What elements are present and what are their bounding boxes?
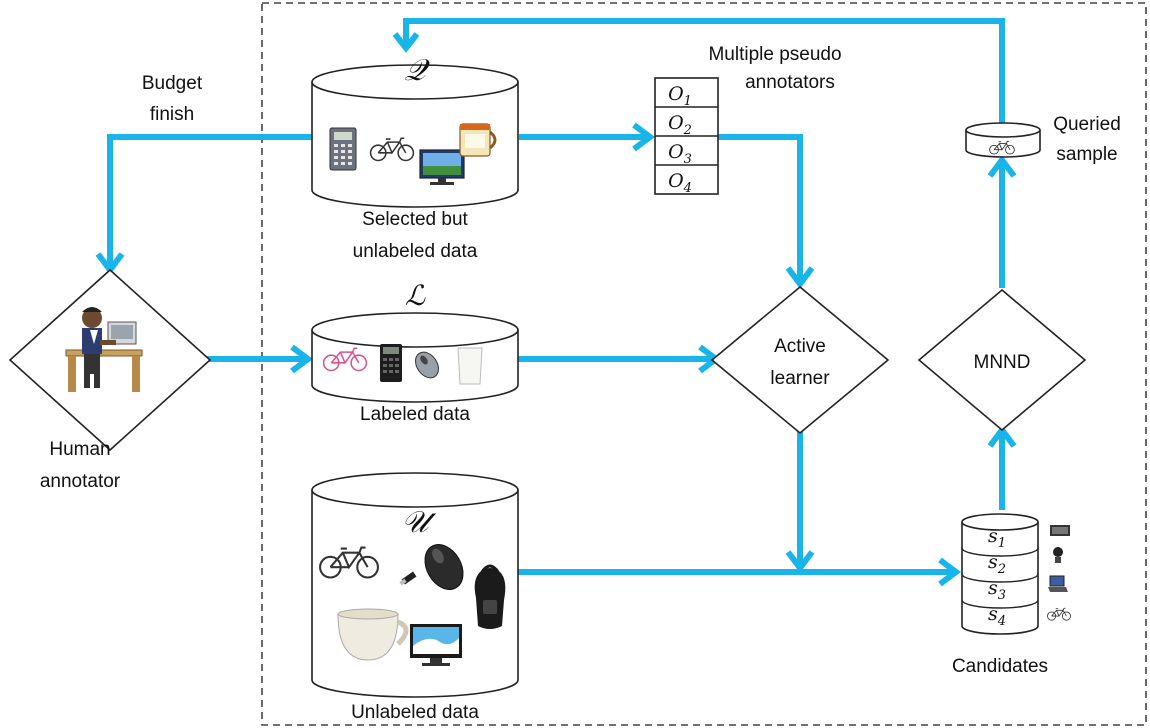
pseudo-annotators-label-2: annotators [745,72,835,93]
unlabeled-data-label: Unlabeled data [351,702,479,723]
person-at-desk-icon [65,307,143,392]
mouse-icon [415,351,439,379]
l-symbol: ℒ [405,279,426,312]
budget-finish-label-2: finish [150,104,194,125]
white-cup-icon [337,608,409,661]
candidate-4: s4 [988,603,1006,629]
pseudo-annotator-4: O4 [668,170,692,196]
labeled-data-label: Labeled data [360,404,470,425]
flow-lines [95,18,1017,587]
selected-unlabeled-label-2: unlabeled data [353,241,478,262]
human-annotator-label-2: annotator [40,471,121,492]
candidate-3: s3 [988,577,1006,603]
mug-icon [459,123,497,157]
system-boundary [261,2,1147,726]
candidate-2: s2 [988,551,1006,577]
queried-sample-label: Queried [1053,114,1121,135]
human-annotator-label: Human [49,439,110,460]
active-learner-diamond [710,285,890,435]
labels: Budget finish Multiple pseudo annotators… [40,44,1121,723]
unlabeled-data-cylinder: 𝒰 [311,472,519,698]
mnnd-label: MNND [974,352,1031,373]
active-learner-label: Active [774,336,826,357]
pseudo-annotator-1: O1 [668,83,692,109]
selected-unlabeled-label: Selected but [362,209,468,230]
pseudo-annotator-3: O3 [668,141,692,167]
human-annotator-diamond [8,268,212,452]
queried-sample-label-2: sample [1056,144,1117,165]
calculator-icon [329,127,357,171]
candidate-1: s1 [988,525,1006,551]
bicycle-thumb-icon [1047,607,1071,621]
backpack-icon [474,564,506,629]
wireless-mouse-icon [424,544,464,590]
laptop-thumb-icon [1048,575,1068,592]
pseudo-annotator-2: O2 [668,112,692,138]
queried-sample-cylinder [965,122,1041,158]
selected-unlabeled-cylinder: 𝒬 [311,53,519,208]
monitor-icon [419,149,465,185]
usb-stick-icon [399,571,417,586]
budget-finish-label: Budget [142,73,203,94]
white-mug-icon [457,347,483,385]
active-learner-label-2: learner [770,368,830,389]
pseudo-annotators-label: Multiple pseudo [708,44,841,65]
screen-icon [410,624,462,666]
calculator-black-icon [380,344,402,382]
candidates-stack: s1 s2 s3 s4 [961,513,1071,635]
labeled-data-cylinder [311,312,519,403]
projector-thumb-icon [1053,547,1063,563]
candidates-label: Candidates [952,656,1048,677]
monitor-thumb-icon [1050,525,1070,536]
pseudo-annotators-stack: O1 O2 O3 O4 [654,77,719,196]
mnnd-diamond [917,288,1087,432]
